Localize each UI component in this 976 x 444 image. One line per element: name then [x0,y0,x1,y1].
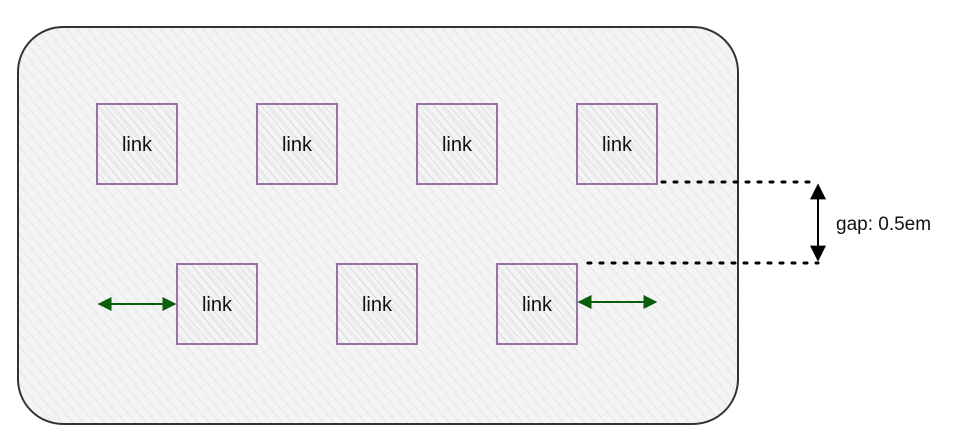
link-box-5: link [176,263,258,345]
link-label: link [122,134,153,156]
link-label: link [202,294,233,316]
gap-label: gap: 0.5em [836,214,931,235]
link-label: link [602,134,633,156]
link-box-6: link [336,263,418,345]
link-label: link [522,294,553,316]
link-box-1: link [96,103,178,185]
link-box-4: link [576,103,658,185]
link-box-7: link [496,263,578,345]
link-label: link [362,294,393,316]
flex-container [17,26,739,425]
link-label: link [282,134,313,156]
link-box-3: link [416,103,498,185]
link-label: link [442,134,473,156]
link-box-2: link [256,103,338,185]
